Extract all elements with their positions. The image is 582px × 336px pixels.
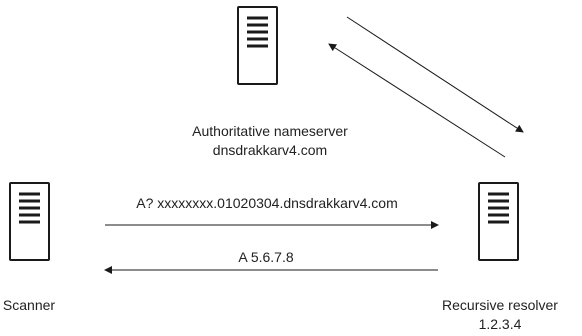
- resolver-label-name: Recursive resolver: [442, 297, 558, 313]
- arrow-auth-to-resolver: [346, 16, 524, 133]
- query-message-label: A? xxxxxxxx.01020304.dnsdrakkarv4.com: [136, 195, 397, 211]
- scanner-label: Scanner: [3, 297, 55, 313]
- arrow-resolver-to-auth: [328, 43, 506, 158]
- resolver-server-icon: [478, 182, 519, 261]
- scanner-server-icon: [9, 182, 50, 261]
- authoritative-label-name: Authoritative nameserver: [192, 123, 348, 139]
- authoritative-server-icon: [237, 6, 278, 85]
- response-message-label: A 5.6.7.8: [238, 249, 293, 265]
- resolver-label-ip: 1.2.3.4: [479, 316, 522, 332]
- authoritative-label-domain: dnsdrakkarv4.com: [213, 142, 327, 158]
